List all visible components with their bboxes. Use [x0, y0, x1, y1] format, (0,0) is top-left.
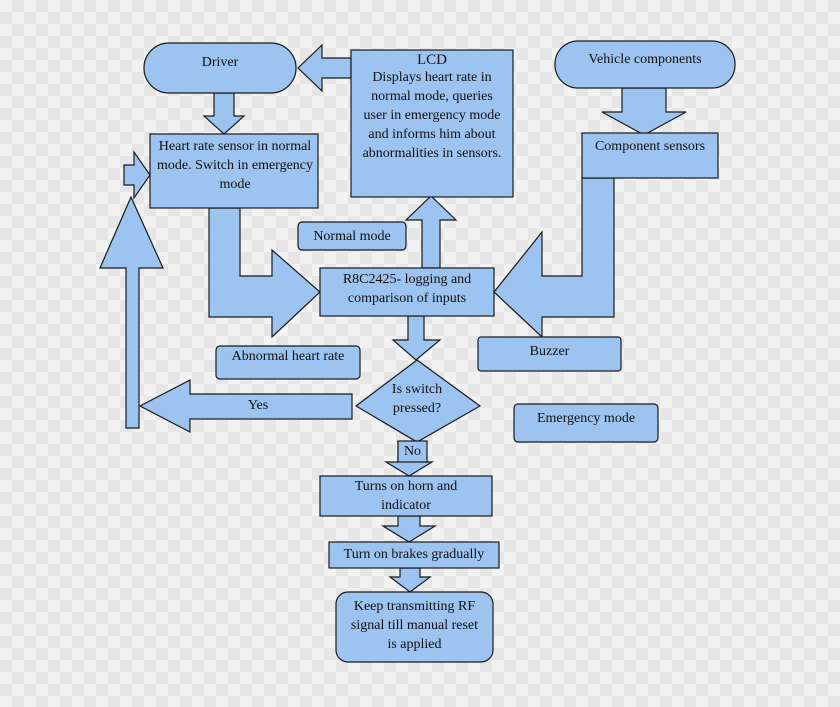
normal-mode-label: Normal mode — [313, 228, 391, 244]
driver-label: Driver — [201, 54, 239, 70]
r8c-to-lcd-arrow — [404, 195, 458, 269]
horn-node — [319, 475, 493, 517]
horn-label: Turns on horn and indicator — [354, 479, 458, 513]
buzzer-node — [477, 336, 622, 372]
abnormal-heart-rate-node — [215, 345, 361, 380]
brakes-to-rf-arrow — [388, 567, 432, 593]
normal-mode-node — [297, 221, 407, 251]
driver-node — [143, 42, 297, 94]
lcd-description: Displays heart rate in normal mode, quer… — [362, 70, 502, 161]
sensor-to-r8c-arrow — [208, 207, 321, 339]
switch-decision-label: Is switch pressed? — [391, 382, 443, 416]
component-to-r8c-arrow — [493, 177, 615, 339]
feed-arrow — [123, 150, 151, 200]
emergency-mode-label: Emergency mode — [536, 410, 636, 426]
abnormal-heart-rate-label: Abnormal heart rate — [231, 349, 345, 364]
vehicle-components-node — [554, 40, 736, 89]
buzzer-label: Buzzer — [529, 343, 570, 359]
heart-rate-sensor-label: Heart rate sensor in normal mode. Switch… — [156, 138, 314, 192]
component-sensors-node — [581, 132, 719, 179]
component-sensors-label: Component sensors — [594, 139, 706, 154]
no-node — [397, 440, 428, 463]
emergency-mode-node — [513, 403, 659, 443]
lcd-node — [350, 49, 514, 198]
horn-to-brakes-arrow — [380, 515, 438, 543]
r8c-node — [319, 267, 495, 317]
r8c-to-decision-arrow — [391, 315, 442, 361]
rf-signal-label: Keep transmitting RF signal till manual … — [350, 598, 479, 652]
loop-up-arrow — [99, 195, 164, 429]
vehicle-components-label: Vehicle components — [588, 51, 702, 67]
brakes-label: Turn on brakes gradually — [343, 546, 485, 562]
no-label: No — [403, 444, 422, 459]
heart-rate-sensor-node — [149, 133, 319, 209]
lcd-title: LCD — [417, 51, 447, 68]
rf-signal-node — [335, 591, 494, 663]
yes-label: Yes — [247, 397, 269, 413]
driver-down-arrow — [202, 92, 246, 135]
vehicle-down-arrow — [601, 87, 687, 136]
brakes-node — [328, 541, 500, 569]
r8c-label: R8C2425- logging and comparison of input… — [342, 272, 472, 306]
yes-arrow — [138, 379, 353, 433]
lcd-to-driver-arrow — [297, 43, 352, 93]
